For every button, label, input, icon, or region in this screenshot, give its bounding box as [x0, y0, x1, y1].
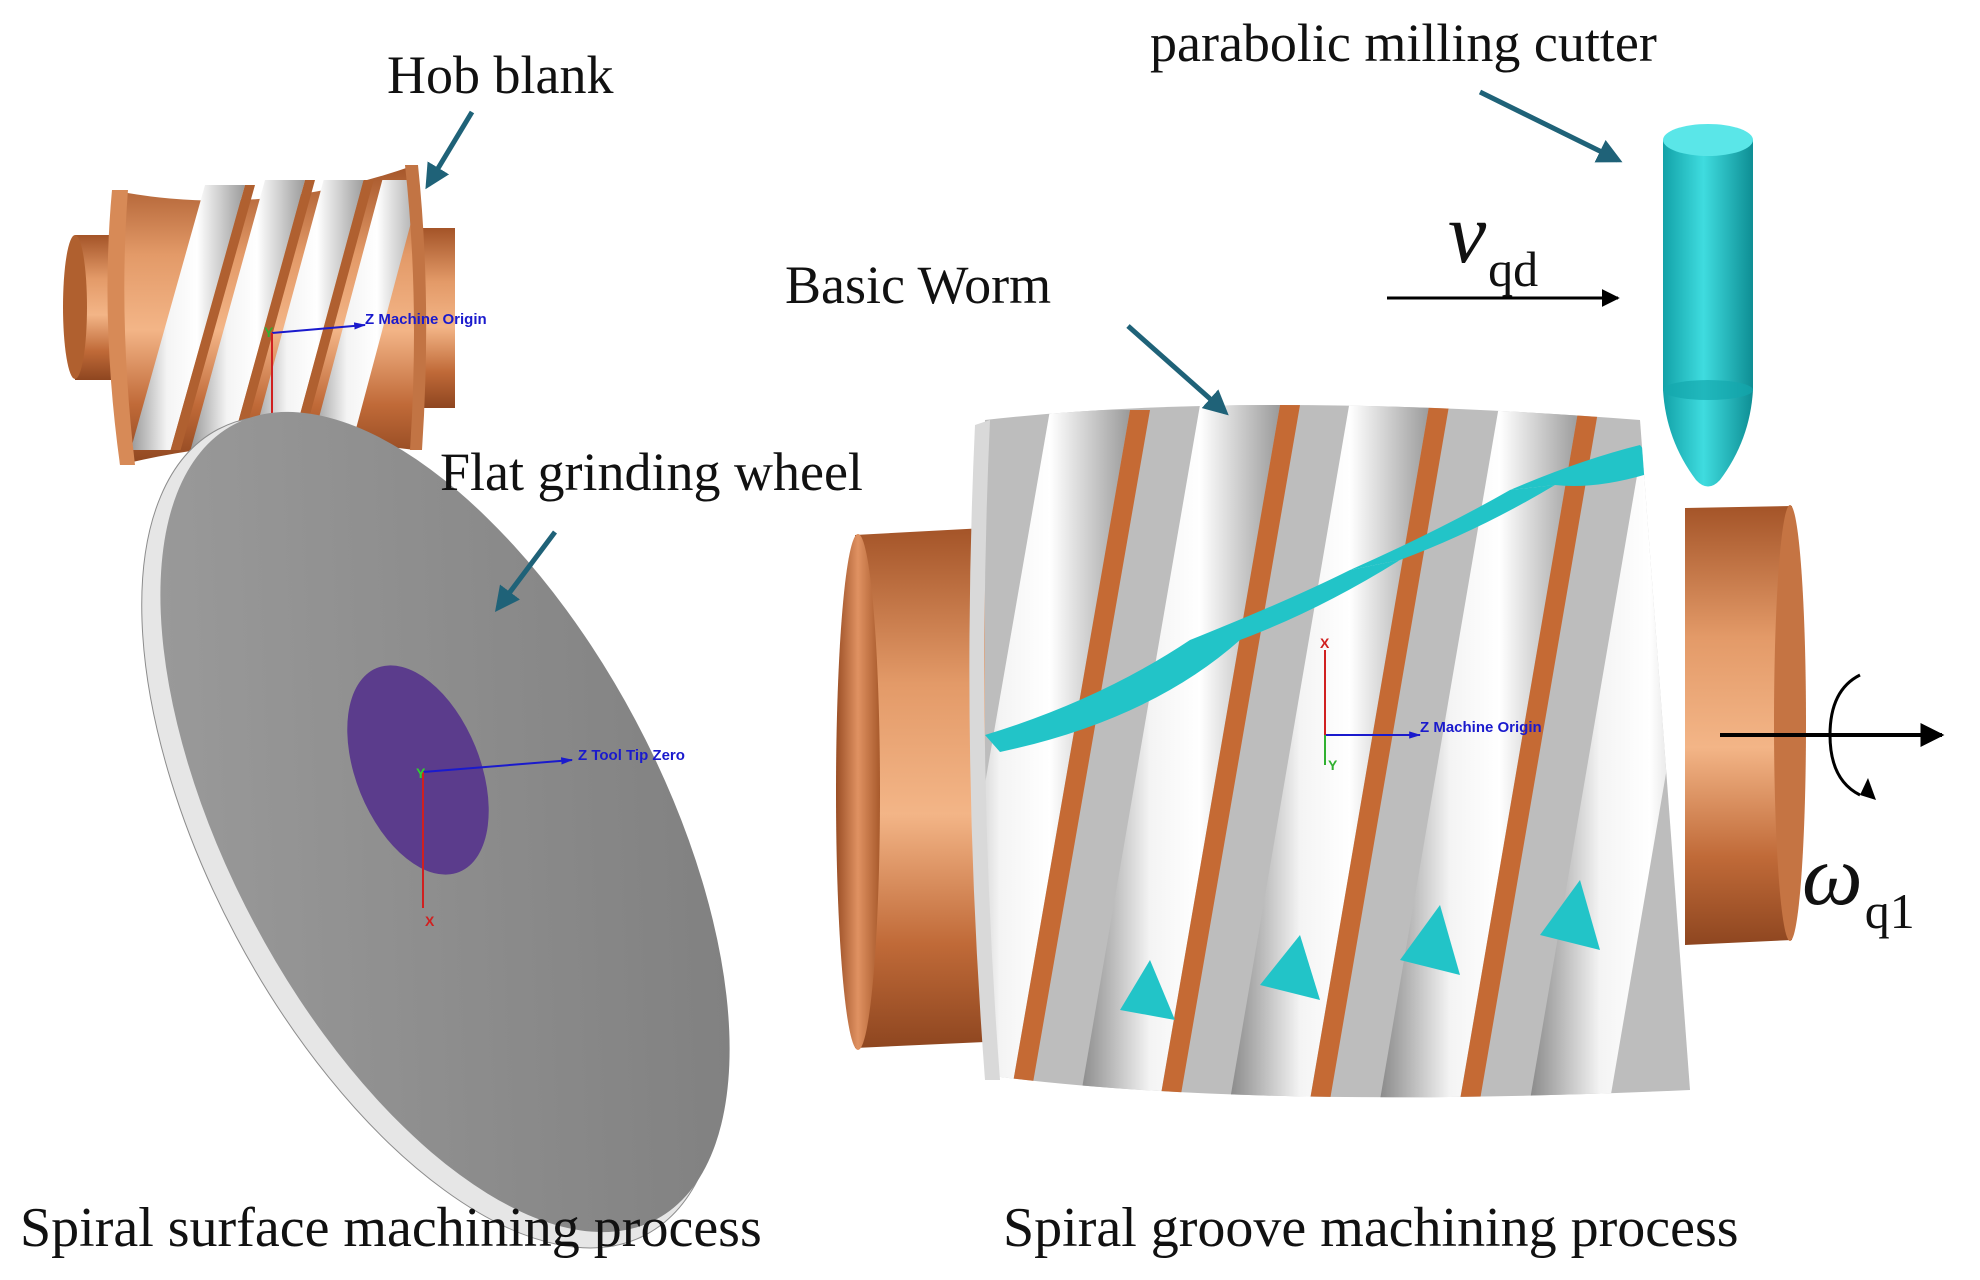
hob-blank-arrow	[425, 110, 475, 190]
cutter-top	[1663, 124, 1753, 156]
grinding-wheel-arrow	[495, 530, 557, 612]
worm-shaft-left	[855, 528, 985, 1048]
parabolic-milling-cutter	[1663, 124, 1753, 487]
worm-shaft-right	[1685, 506, 1792, 945]
worm-y-tag: Y	[1328, 757, 1338, 773]
hob-blank-label: Hob blank	[387, 45, 614, 105]
wheel-z-axis	[422, 757, 574, 773]
velocity-base: v	[1448, 185, 1487, 281]
parabolic-milling-cutter-label: parabolic milling cutter	[1150, 13, 1657, 73]
cutter-tip	[1663, 390, 1753, 487]
flat-grinding-wheel-label: Flat grinding wheel	[440, 442, 863, 502]
worm-shaft-right-face	[1774, 505, 1806, 941]
wheel-x-tag: X	[425, 913, 435, 929]
left-caption: Spiral surface machining process	[20, 1197, 762, 1259]
cutter-shank	[1663, 140, 1753, 390]
flat-grinding-wheel	[141, 411, 730, 1249]
worm-threads	[985, 405, 1690, 1098]
omega-base: ω	[1802, 827, 1863, 923]
right-caption: Spiral groove machining process	[1003, 1197, 1739, 1259]
basic-worm	[836, 405, 1806, 1098]
basic-worm-arrow	[1126, 324, 1229, 416]
hob-origin-label: Z Machine Origin	[365, 311, 487, 328]
wheel-y-tag: Y	[416, 765, 426, 781]
worm-shaft-left-face	[836, 534, 880, 1050]
hob-y-tag: Y	[264, 324, 274, 340]
basic-worm-label: Basic Worm	[785, 255, 1052, 315]
worm-axes: X Y Z Machine Origin	[1320, 635, 1542, 773]
tool-tip-label: Z Tool Tip Zero	[578, 747, 685, 764]
feed-velocity-symbol: vqd	[1448, 190, 1538, 294]
wheel-axes: Y X Z Tool Tip Zero	[416, 747, 685, 929]
velocity-sub: qd	[1488, 241, 1539, 297]
omega-sub: q1	[1864, 883, 1915, 939]
angular-velocity-symbol: ωq1	[1802, 832, 1915, 936]
hob-threads	[130, 180, 415, 450]
hob-shaft-left-face	[63, 235, 87, 379]
cutter-arrow	[1478, 89, 1623, 163]
rotation-curl	[1828, 673, 1861, 797]
worm-x-tag: X	[1320, 635, 1330, 651]
hob-z-axis	[271, 322, 367, 334]
hob-blank	[63, 165, 455, 465]
worm-origin-label: Z Machine Origin	[1420, 719, 1542, 736]
wheel-hub	[347, 665, 489, 875]
